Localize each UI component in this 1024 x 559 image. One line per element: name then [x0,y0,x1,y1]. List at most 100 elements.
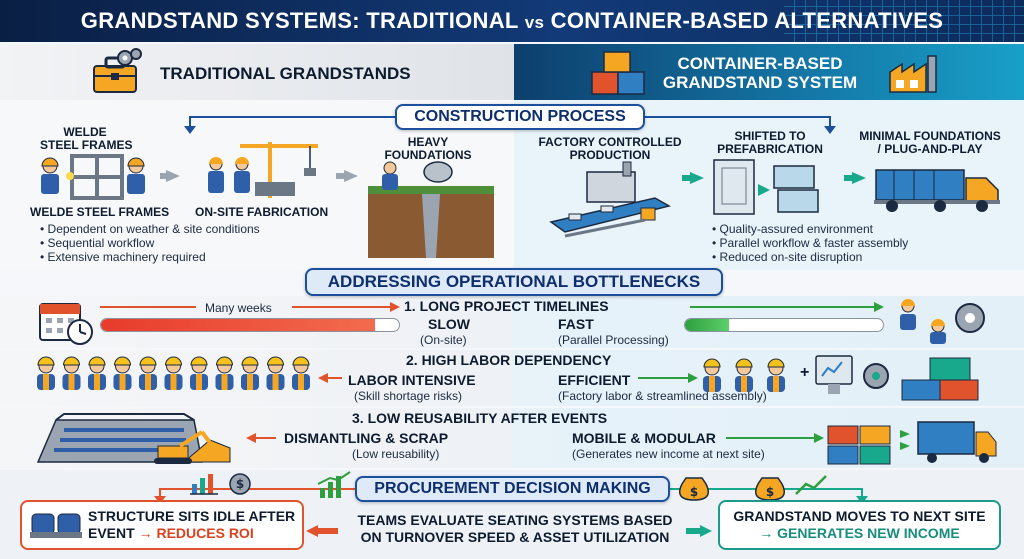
moves-next-site-box: GRANDSTAND MOVES TO NEXT SITE → GENERATE… [718,500,1001,550]
prefabrication-label: SHIFTED TO PREFABRICATION [717,129,823,156]
construction-banner: CONSTRUCTION PROCESS [395,104,645,130]
fast-sub-label: (Parallel Processing) [558,333,669,347]
reusability-heading: 3. LOW REUSABILITY AFTER EVENTS [352,410,608,426]
duration-arrow [100,302,400,312]
worker-icon [292,356,310,390]
traditional-header-label: TRADITIONAL GRANDSTANDS [160,64,411,83]
worker-icon [703,358,721,392]
timeline-heading: 1. LONG PROJECT TIMELINES [404,298,609,314]
seats-icon [30,513,82,538]
idle-structure-box: STRUCTURE SITS IDLE AFTER EVENT → REDUCE… [20,500,304,550]
gears-icon [117,48,142,66]
slow-label: SLOW [428,316,470,332]
container-stack-icon [591,51,645,95]
efficient-label: EFFICIENT [558,372,631,388]
title-bar [0,0,1024,42]
traditional-timeline-fill [101,319,376,331]
container-bullet: Reduced on-site disruption [712,250,908,264]
prefab-module-icon [713,159,819,215]
container-stack-icon [827,425,891,465]
welded-frames-top-label: WELDE STEEL FRAMES [40,125,133,152]
factory-production-label: FACTORY CONTROLLED PRODUCTION [538,135,682,162]
crane-icon [208,142,318,198]
traditional-bullet: Dependent on weather & site conditions [40,222,260,236]
on-site-fabrication-label: ON-SITE FABRICATION [195,205,329,219]
plus-sign: + [800,364,810,381]
factory-icon [889,55,937,93]
worker-icon [215,356,234,390]
dismantling-sub-label: (Low reusability) [352,447,440,461]
svg-text:$: $ [690,485,698,499]
team-gears-icon [900,299,985,344]
worker-group-icon [37,356,310,390]
worker-group-icon [703,358,785,392]
worker-icon [37,356,55,390]
container-bullet: Parallel workflow & faster assembly [712,236,909,250]
excavator-icon [154,430,216,464]
slow-sub-label: (On-site) [420,333,467,347]
worker-icon [164,356,183,390]
truck-icon [900,421,997,463]
circuit-pattern [784,0,1024,42]
cement-mixer-icon [368,161,494,258]
traditional-bullet: Sequential workflow [40,236,260,250]
welded-frames-label: WELDE STEEL FRAMES [30,205,170,219]
container-header-label: CONTAINER-BASED GRANDSTAND SYSTEM [662,54,858,92]
fast-label: FAST [558,316,594,332]
worker-icon [139,356,157,390]
worker-icon [767,358,785,392]
efficient-arrow [638,373,698,383]
container-bullets: Quality-assured environment Parallel wor… [712,222,909,264]
container-bullet: Quality-assured environment [712,222,908,236]
container-timeline-arrow [690,302,884,312]
traditional-bullets: Dependent on weather & site conditions S… [40,222,260,264]
worker-icon [241,356,259,390]
clock-icon [67,319,93,345]
labor-intensive-sub-label: (Skill shortage risks) [354,389,463,403]
worker-icon [62,356,81,390]
dismantling-label: DISMANTLING & SCRAP [284,430,449,446]
worker-icon [735,358,753,392]
scrap-arrow [246,433,276,443]
traditional-header [0,44,514,100]
worker-icon [88,356,106,390]
container-stack-icon [901,357,979,401]
chart-icon [795,475,827,495]
title-part1: GRANDSTAND SYSTEMS: TRADITIONAL [80,8,519,33]
chart-icon [317,471,351,498]
worker-icon [266,356,285,390]
container-timeline-bar [684,318,884,332]
title-vs: vs [524,13,545,32]
traditional-bullet: Extensive machinery required [40,250,260,264]
dollar-icon: $ [229,473,251,495]
mobile-modular-label: MOBILE & MODULAR [572,430,716,446]
svg-text:$: $ [766,485,774,499]
heavy-foundations-label: HEAVY FOUNDATIONS [384,135,472,162]
title-part2: CONTAINER-BASED ALTERNATIVES [550,8,944,33]
labor-arrow [318,373,342,383]
modular-arrow [726,433,824,443]
labor-intensive-label: LABOR INTENSIVE [348,372,476,388]
page-title: GRANDSTAND SYSTEMS: TRADITIONAL vs CONTA… [0,0,1024,42]
chart-icon [190,474,218,495]
truck-icon [874,169,1000,212]
monitor-icon [815,355,889,394]
procurement-statement: TEAMS EVALUATE SEATING SYSTEMS BASED ON … [357,512,673,545]
worker-icon [190,356,208,390]
procurement-banner: PROCUREMENT DECISION MAKING [355,476,670,502]
container-timeline-fill [685,319,729,331]
mobile-modular-sub-label: (Generates new income at next site) [572,447,765,461]
labor-heading: 2. HIGH LABOR DEPENDENCY [406,352,612,368]
conveyor-icon [549,161,671,238]
bottlenecks-banner: ADDRESSING OPERATIONAL BOTTLENECKS [305,268,723,296]
duration-label: Many weeks [205,301,272,315]
worker-icon [113,356,132,390]
money-bag-icon: $ [755,477,785,501]
svg-text:$: $ [236,477,244,491]
welder-icon [41,154,145,200]
minimal-foundations-label: MINIMAL FOUNDATIONS / PLUG-AND-PLAY [859,129,1001,156]
money-bag-icon: $ [679,477,709,501]
